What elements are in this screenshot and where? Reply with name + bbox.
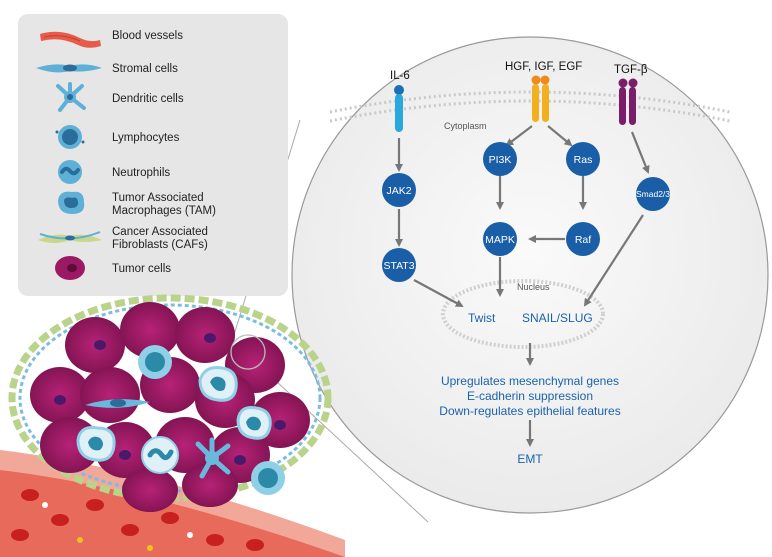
- stromal-cell-icon: [36, 64, 102, 73]
- dendritic-cell-icon: [56, 82, 86, 112]
- jak2-label: JAK2: [386, 185, 411, 197]
- growth-factor-label: HGF, IGF, EGF: [505, 61, 582, 73]
- legend-label: Neutrophils: [112, 167, 170, 179]
- emt-outcome-label: EMT: [517, 452, 543, 466]
- twist-label: Twist: [468, 311, 496, 325]
- legend-label-line2: Fibroblasts (CAFs): [112, 239, 208, 251]
- pi3k-label: PI3K: [489, 154, 512, 166]
- mapk-label: MAPK: [485, 234, 515, 246]
- pathway-arrows: [395, 125, 650, 447]
- lymphocyte-cell: [138, 345, 172, 379]
- dendritic-cell: [195, 437, 231, 479]
- il6-receptor: IL-6: [390, 70, 410, 132]
- il6-label: IL-6: [390, 70, 410, 82]
- effect-item: Down-regulates epithelial features: [439, 404, 620, 418]
- legend-label: Dendritic cells: [112, 93, 184, 105]
- legend-label: Tumor cells: [112, 263, 171, 275]
- tgfb-label: TGF-β: [614, 64, 648, 76]
- tumor-cell-icon: [55, 256, 85, 280]
- legend-label: Stromal cells: [112, 63, 178, 75]
- legend-panel: Blood vessels Stromal cells Dendritic ce…: [18, 14, 288, 296]
- tumor-microenvironment: [0, 294, 345, 557]
- node-jak2: JAK2: [382, 173, 416, 207]
- growth-factor-receptor: HGF, IGF, EGF: [505, 61, 582, 122]
- cytoplasm-label: Cytoplasm: [444, 121, 487, 131]
- legend-label-line2: Macrophages (TAM): [112, 205, 216, 217]
- legend-label: Cancer Associated: [112, 226, 208, 238]
- legend-label: Lymphocytes: [112, 132, 180, 144]
- neutrophil-cell: [141, 436, 179, 474]
- zoom-source-circle: [230, 334, 266, 370]
- node-ras: Ras: [566, 142, 600, 176]
- node-stat3: STAT3: [382, 248, 416, 282]
- tgfb-receptor: TGF-β: [614, 64, 648, 125]
- macrophage-cell: [198, 366, 238, 402]
- stat3-label: STAT3: [383, 260, 414, 272]
- legend-label: Blood vessels: [112, 30, 183, 42]
- caf-icon: [38, 231, 102, 243]
- effect-item: Upregulates mesenchymal genes: [441, 374, 619, 388]
- effects-list: Upregulates mesenchymal genes E-cadherin…: [439, 374, 620, 418]
- effect-item: E-cadherin suppression: [467, 389, 593, 403]
- tam-cell: [76, 426, 116, 462]
- lymphocyte-icon: [55, 125, 85, 149]
- lymphocyte-cell-2: [251, 461, 285, 495]
- raf-label: Raf: [575, 234, 591, 246]
- node-smad: Smad2/3: [636, 177, 670, 211]
- node-mapk: MAPK: [483, 222, 517, 256]
- nucleus: Nucleus: [441, 279, 605, 349]
- ras-label: Ras: [574, 154, 593, 166]
- snail-slug-label: SNAIL/SLUG: [522, 311, 593, 325]
- smad-label: Smad2/3: [636, 189, 670, 199]
- nucleus-label: Nucleus: [517, 282, 550, 292]
- red-blood-cells: [11, 489, 264, 551]
- tam-cell-2: [236, 406, 272, 440]
- node-pi3k: PI3K: [483, 142, 517, 176]
- tam-icon: [58, 191, 85, 214]
- stromal-cell: [85, 399, 150, 408]
- node-raf: Raf: [566, 222, 600, 256]
- legend-label: Tumor Associated: [112, 192, 204, 204]
- neutrophil-icon: [58, 160, 82, 184]
- magnified-cell-panel: Cytoplasm: [291, 36, 769, 514]
- blood-vessel-icon: [40, 31, 101, 48]
